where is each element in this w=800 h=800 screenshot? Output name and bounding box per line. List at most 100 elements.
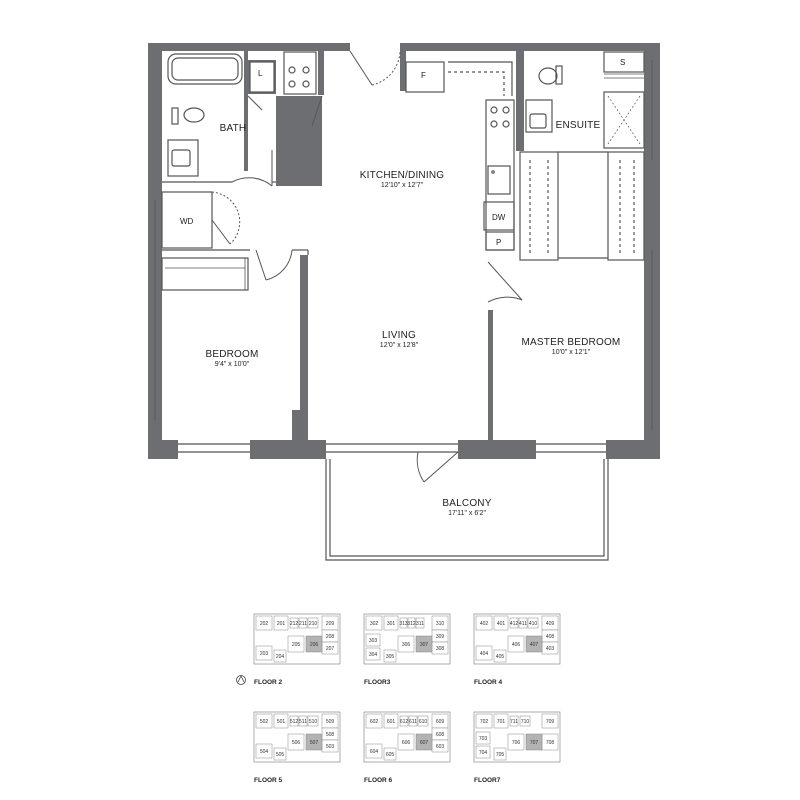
key-unit-number: 710 [521,719,530,725]
pantry-label: P [496,238,501,247]
key-unit-number: 211 [299,621,307,627]
key-unit [417,715,429,727]
key-unit-number: 506 [292,740,301,746]
key-unit [475,745,491,759]
key-unit-number: 512 [290,719,299,725]
wall-top-right [400,43,660,51]
key-unit-number: 210 [309,621,318,627]
room-name-bedroom: BEDROOM [205,349,258,360]
key-unit [307,617,319,629]
key-unit-number: 711 [510,719,518,725]
key-plan-outline [473,613,561,665]
key-unit-number: 208 [326,634,335,640]
wall-bottom-4 [606,440,660,459]
key-unit [255,615,273,631]
key-unit-number: 206 [310,642,319,648]
door-swings [211,50,523,483]
wall-bottom-1 [148,440,178,459]
key-unit-number: 305 [386,654,395,660]
key-unit-number: 704 [479,750,488,756]
key-unit [475,645,493,661]
key-unit [518,617,528,629]
key-plan-label: FLOOR7 [474,777,501,784]
room-dims-balcony: 17'11" x 6'2" [448,510,486,517]
key-unit-number: 502 [260,719,269,725]
key-unit-number: 209 [326,621,335,627]
room-dims-master: 10'0" x 12'1" [552,349,591,356]
room-dims-kitchen: 12'10" x 12'7" [381,182,424,189]
key-unit [399,715,409,727]
wall-bottom-3 [458,440,536,459]
key-unit-number: 709 [546,719,555,725]
key-plan-outline [363,711,451,763]
wall-fridge [400,51,406,91]
key-unit [255,743,273,759]
key-unit-number: 705 [496,752,505,758]
key-unit [273,615,289,631]
key-unit-number: 511 [299,719,307,725]
key-unit-number: 310 [436,621,445,627]
key-unit-number: 212 [290,621,299,627]
key-unit [509,617,519,629]
key-unit-number: 406 [512,642,521,648]
key-unit [383,747,397,761]
key-unit [365,647,381,661]
key-unit [475,713,493,729]
key-unit-highlight [525,733,543,751]
storage-label: S [620,58,625,67]
key-unit [475,615,493,631]
key-unit [383,615,399,631]
wall-bed-living [300,255,308,445]
key-unit [365,743,383,759]
key-plan-outline [473,711,561,763]
wall-shaft [276,96,322,186]
key-plan-label: FLOOR 5 [254,777,283,784]
key-unit [507,635,525,653]
key-unit-number: 403 [546,646,555,652]
key-unit-number: 307 [420,642,429,648]
key-unit [475,731,491,745]
linen-label: L [258,69,263,78]
room-name-master: MASTER BEDROOM [522,337,621,348]
room-name-balcony: BALCONY [442,498,491,509]
key-unit [397,733,415,751]
dishwasher-label: DW [492,213,506,222]
key-unit [541,713,559,729]
key-unit-number: 306 [402,642,411,648]
key-unit [408,715,418,727]
key-unit [509,715,519,727]
key-unit-highlight [415,635,433,653]
interior-lines [154,51,653,561]
washer-dryer-label: WD [180,217,194,226]
key-unit-highlight [305,733,323,751]
key-plan-label: FLOOR 2 [254,679,283,686]
key-unit-number: 412 [510,621,519,627]
key-unit-number: 604 [370,749,379,755]
appliance-labels: L F S WD DW P [180,58,625,247]
key-unit-number: 503 [326,744,335,750]
key-unit-number: 509 [326,719,335,725]
key-unit-number: 601 [387,719,396,725]
key-plan-outline [253,711,341,763]
key-unit-number: 410 [529,621,538,627]
key-unit-number: 401 [497,621,506,627]
key-unit-number: 405 [496,654,505,660]
key-plan-outline [363,613,451,665]
key-unit-number: 302 [370,621,379,627]
walls [148,43,660,459]
key-unit-number: 605 [386,752,395,758]
wall-bath-right [244,51,248,171]
key-unit-number: 207 [326,646,335,652]
room-name-ensuite: ENSUITE [556,120,601,131]
wall-top-left [148,43,350,51]
key-unit-number: 608 [436,732,445,738]
key-unit [365,615,383,631]
key-unit-number: 603 [436,744,445,750]
room-name-living: LIVING [382,330,416,341]
key-unit-highlight [525,635,543,653]
